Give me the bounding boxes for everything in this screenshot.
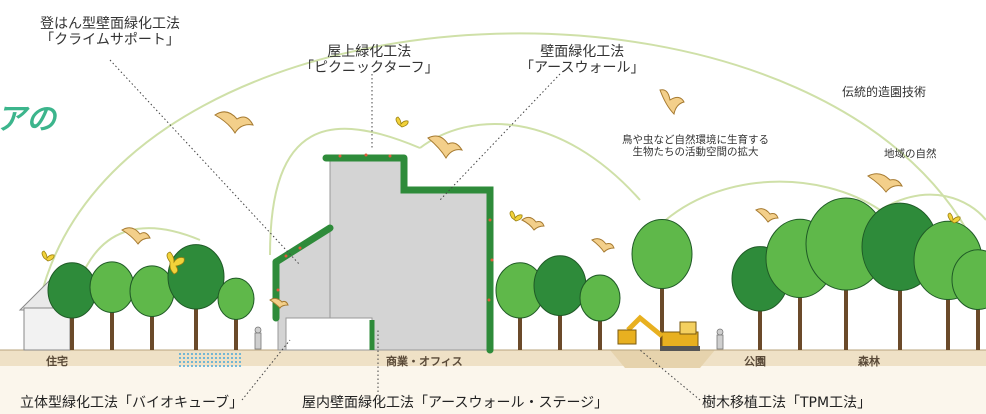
tree: [129, 265, 175, 350]
label-habitat-line2: 生物たちの活動空間の拡大: [632, 146, 759, 159]
label-climb-support: 登はん型壁面緑化工法 「クライムサポート」: [40, 16, 180, 48]
label-wall-line2: 「アースウォール」: [520, 60, 645, 77]
label-wall: 壁面緑化工法 「アースウォール」: [520, 44, 644, 76]
label-rooftop-line1: 屋上緑化工法: [327, 44, 412, 60]
ground-label-commercial: 商業・オフィス: [386, 355, 463, 368]
arc-rooftop: [419, 123, 641, 201]
bottom-label-indoor-wall: 屋内壁面緑化工法「アースウォール・ステージ」: [302, 395, 609, 411]
bio-cube-grid: [179, 353, 241, 367]
birds: [121, 89, 903, 309]
ground-label-residential: 住宅: [46, 355, 68, 368]
tree: [495, 262, 545, 350]
ground-strip: [0, 350, 986, 366]
soil-base: [0, 366, 986, 414]
ground-label-forest: 森林: [858, 355, 880, 368]
arc-forest: [879, 193, 986, 221]
label-habitat-line1: 鳥や虫など自然環境に生育する: [622, 134, 769, 146]
bottom-label-bio-cube: 立体型緑化工法「バイオキューブ」: [20, 395, 244, 411]
arc-left-building: [269, 127, 421, 256]
label-local-nature: 地域の自然: [884, 148, 937, 160]
tree: [217, 277, 255, 350]
tree: [533, 255, 587, 350]
label-wall-line1: 壁面緑化工法: [540, 44, 625, 60]
label-climb-support-line1: 登はん型壁面緑化工法: [40, 16, 180, 32]
butterflies: [41, 116, 961, 275]
tree: [951, 249, 986, 350]
label-habitat: 鳥や虫など自然環境に生育する 生物たちの活動空間の拡大: [622, 134, 769, 158]
label-climb-support-line2: 「クライムサポート」: [40, 32, 180, 49]
partial-heading: アの: [0, 102, 56, 137]
trees: [47, 197, 986, 350]
label-rooftop: 屋上緑化工法 「ピクニックターフ」: [300, 44, 439, 76]
main-building: [272, 153, 494, 354]
leader-lines: [109, 59, 701, 401]
label-traditional-garden: 伝統的造園技術: [842, 85, 927, 99]
bottom-label-tpm: 樹木移植工法「TPM工法」: [702, 395, 872, 411]
arc-park-forest: [659, 180, 881, 226]
park-dip: [610, 350, 715, 368]
large-arc: [39, 32, 986, 301]
people: [254, 326, 724, 350]
tree-transplant-machine: [617, 314, 700, 351]
label-rooftop-line2: 「ピクニックターフ」: [300, 60, 439, 77]
tree: [89, 261, 135, 350]
ground-label-park: 公園: [744, 355, 766, 368]
tree: [579, 274, 621, 350]
tree: [631, 219, 693, 350]
